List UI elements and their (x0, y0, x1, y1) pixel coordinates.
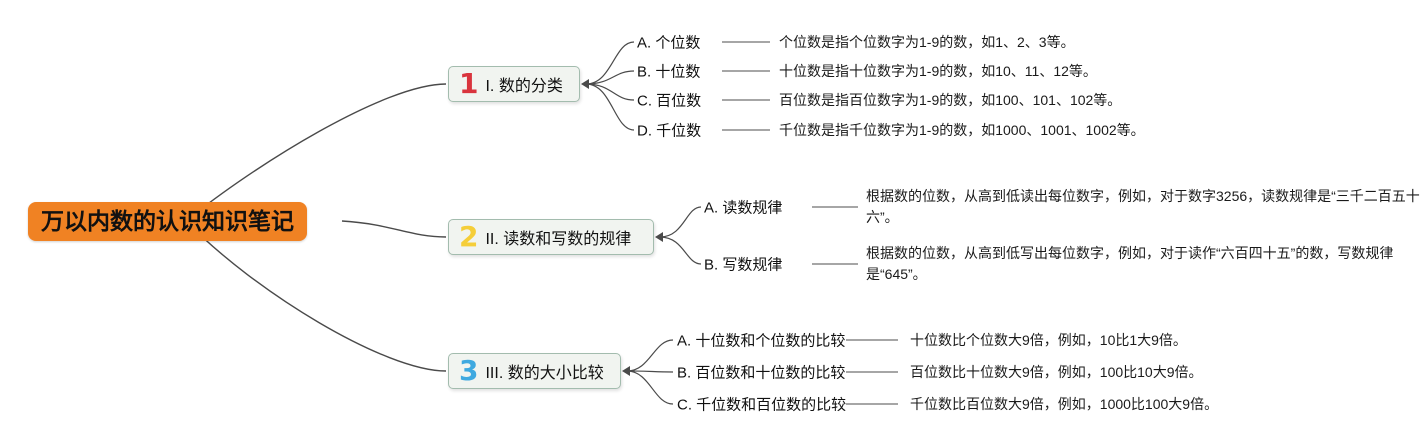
root-topic[interactable]: 万以内数的认识知识笔记 (28, 202, 307, 241)
subtopic-1c-desc[interactable]: 百位数是指百位数字为1-9的数，如100、101、102等。 (779, 92, 1122, 108)
branch-2-number-badge: 2 (459, 220, 479, 253)
connector-branch1-child1 (585, 41, 635, 85)
subtopic-2b-label[interactable]: B. 写数规律 (704, 256, 783, 274)
subtopic-1b-label[interactable]: B. 十位数 (637, 63, 701, 81)
branch-node-1[interactable]: 1 I. 数的分类 (448, 66, 580, 102)
connector-branch3-child3 (626, 370, 674, 405)
subtopic-1d-label[interactable]: D. 千位数 (637, 122, 702, 140)
subtopic-1c-label[interactable]: C. 百位数 (637, 92, 702, 110)
subtopic-2a-desc[interactable]: 根据数的位数，从高到低读出每位数字，例如，对于数字3256，读数规律是“三千二百… (866, 188, 1420, 225)
branch-3-label: III. 数的大小比较 (485, 365, 604, 382)
connector-branch2-child1 (659, 206, 702, 238)
subtopic-3a-desc[interactable]: 十位数比个位数大9倍，例如，10比1大9倍。 (910, 332, 1187, 348)
branch-node-2[interactable]: 2 II. 读数和写数的规律 (448, 219, 654, 255)
subtopic-3c-label[interactable]: C. 千位数和百位数的比较 (677, 396, 847, 414)
subtopic-3b-desc[interactable]: 百位数比十位数大9倍，例如，100比10大9倍。 (910, 364, 1203, 380)
subtopic-3b-label[interactable]: B. 百位数和十位数的比较 (677, 364, 846, 382)
subtopic-1d-desc[interactable]: 千位数是指千位数字为1-9的数，如1000、1001、1002等。 (779, 122, 1145, 138)
collapse-arrow-icon[interactable] (655, 232, 663, 242)
branch-2-label: II. 读数和写数的规律 (485, 231, 632, 248)
subtopic-1a-label[interactable]: A. 个位数 (637, 34, 701, 52)
subtopic-2a-label[interactable]: A. 读数规律 (704, 199, 783, 217)
branch-node-3[interactable]: 3 III. 数的大小比较 (448, 353, 621, 389)
connector-branch3-child1 (626, 339, 674, 372)
connector-root-branch1 (185, 83, 447, 222)
subtopic-1b-desc[interactable]: 十位数是指十位数字为1-9的数，如10、11、12等。 (779, 63, 1097, 79)
branch-3-number-badge: 3 (459, 354, 479, 387)
connector-branch1-child3 (585, 83, 635, 101)
connector-branch1-child4 (585, 83, 635, 131)
subtopic-2b-desc[interactable]: 根据数的位数，从高到低写出每位数字，例如，对于读作“六百四十五”的数，写数规律是… (866, 245, 1394, 282)
branch-1-number-badge: 1 (459, 67, 479, 100)
branch-1-label: I. 数的分类 (485, 78, 563, 95)
connector-branch2-child2 (659, 236, 702, 265)
connector-root-branch3 (185, 220, 447, 372)
connector-branch1-child2 (585, 70, 635, 85)
connector-root-branch2 (341, 220, 447, 238)
subtopic-3c-desc[interactable]: 千位数比百位数大9倍，例如，1000比100大9倍。 (910, 396, 1219, 412)
subtopic-1a-desc[interactable]: 个位数是指个位数字为1-9的数，如1、2、3等。 (779, 34, 1075, 50)
collapse-arrow-icon[interactable] (581, 79, 589, 89)
collapse-arrow-icon[interactable] (622, 366, 630, 376)
subtopic-3a-label[interactable]: A. 十位数和个位数的比较 (677, 332, 846, 350)
